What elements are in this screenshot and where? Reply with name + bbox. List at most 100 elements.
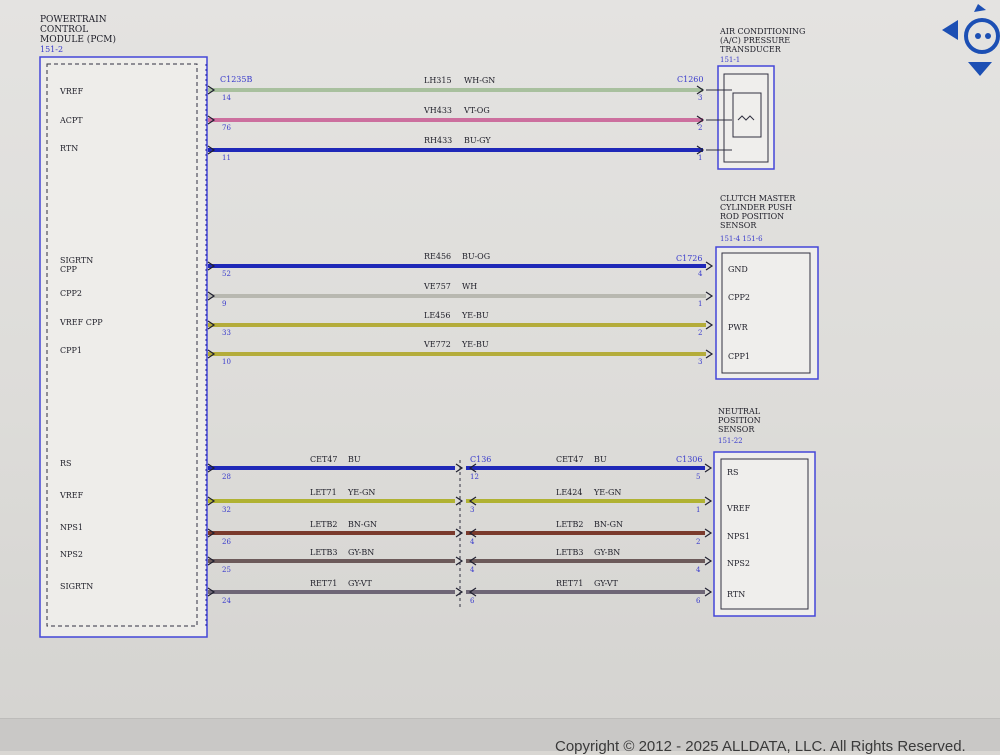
ac-far-pin-number: 3 — [698, 94, 702, 102]
nps-left-color: BU — [348, 455, 361, 464]
footer-bar — [0, 718, 1000, 751]
mid-arrow-in-icon — [455, 528, 464, 538]
nps-far-pin-number: 1 — [696, 506, 700, 514]
ac-pressure-transducer: AIR CONDITIONING (A/C) PRESSURE TRANSDUC… — [717, 27, 805, 170]
ac-inner — [723, 73, 769, 163]
ac-title-line-2: (A/C) PRESSURE — [720, 36, 790, 45]
pcm-title-line-1: POWERTRAIN — [40, 15, 107, 25]
cpp-far-pin-number: 1 — [698, 300, 702, 308]
mid-arrow-in-icon — [455, 496, 464, 506]
ac-wire-circuit: VH433 — [423, 106, 452, 115]
pcm-pin-cpp: CPP — [60, 265, 78, 274]
nps-far-pin-number: 2 — [696, 538, 700, 546]
cpp-ref: 151-4 151-6 — [720, 235, 763, 243]
pcm-arrow-icon — [207, 85, 216, 95]
cpp-wire-color: YE-BU — [461, 340, 489, 349]
far-arrow-icon — [704, 496, 713, 506]
far-arrow-icon — [704, 463, 713, 473]
ac-resistor-icon — [737, 115, 755, 121]
nps-mid-pin-number: 6 — [470, 597, 475, 605]
nps-left-circuit: LETB3 — [310, 548, 337, 557]
mid-arrow-out-icon — [468, 556, 477, 566]
ac-wire-color: WH-GN — [464, 76, 495, 85]
cpp-far-pin-number: 4 — [698, 270, 703, 278]
connector-c1260: C1260 — [677, 75, 703, 84]
nps-right-circuit: RET71 — [556, 579, 583, 588]
far-arrow-icon — [696, 115, 705, 125]
cpp-title-line-2: CYLINDER PUSH — [720, 203, 792, 212]
pan-down-icon[interactable] — [968, 62, 992, 76]
cpp-pin-cpp2: CPP2 — [728, 293, 750, 302]
pcm-arrow-icon — [207, 291, 216, 301]
pan-up-icon[interactable] — [974, 4, 986, 12]
cpp-wire-color: BU-OG — [462, 252, 490, 261]
nps-right-circuit: LETB2 — [556, 520, 583, 529]
connector-c1235b: C1235B — [220, 75, 252, 84]
pcm-arrow-icon — [207, 528, 216, 538]
cpp-wire-circuit: VE757 — [423, 282, 451, 291]
zoom-ring-icon[interactable] — [964, 18, 1000, 54]
cpp-pcm-pin-number: 9 — [222, 300, 226, 308]
pcm-pin-vref-ac: VREF — [59, 87, 84, 96]
mid-arrow-in-icon — [455, 587, 464, 597]
cpp-wire-color: YE-BU — [461, 311, 489, 320]
pcm-arrow-icon — [207, 463, 216, 473]
pcm-pin-cpp2: CPP2 — [60, 289, 82, 298]
ac-title-line-3: TRANSDUCER — [720, 45, 782, 54]
pcm-arrow-icon — [207, 115, 216, 125]
cpp-pin-gnd: GND — [728, 265, 748, 274]
ac-wire-color: BU-GY — [464, 136, 491, 145]
pcm-arrow-icon — [207, 587, 216, 597]
nps-pcm-pin-number: 28 — [222, 473, 231, 481]
nps-left-circuit: RET71 — [310, 579, 337, 588]
nps-left-color: YE-GN — [347, 488, 375, 497]
nps-right-color: GY-BN — [594, 548, 620, 557]
ac-wire-circuit: RH433 — [424, 136, 452, 145]
far-arrow-icon — [704, 587, 713, 597]
nps-mid-pin-number: 4 — [470, 538, 475, 546]
pan-left-icon[interactable] — [942, 20, 958, 40]
nps-far-pin-number: 6 — [696, 597, 701, 605]
nps-pin-nps1: NPS1 — [727, 532, 750, 541]
nps-pcm-pin-number: 26 — [222, 538, 231, 546]
cpp-wire-circuit: RE456 — [424, 252, 451, 261]
nps-pcm-pin-number: 32 — [222, 506, 231, 514]
nps-pcm-pin-number: 24 — [222, 597, 231, 605]
connector-c1726: C1726 — [676, 254, 702, 263]
far-arrow-icon — [704, 528, 713, 538]
pcm-inner-dashed — [46, 63, 198, 627]
neutral-position-sensor: NEUTRAL POSITION SENSOR 151-22 RS VREF N… — [713, 407, 816, 617]
nps-left-color: GY-VT — [348, 579, 373, 588]
pcm-arrow-icon — [207, 261, 216, 271]
cpp-title-line-4: SENSOR — [720, 221, 757, 230]
clutch-position-sensor: CLUTCH MASTER CYLINDER PUSH ROD POSITION… — [715, 194, 819, 380]
pcm-module: POWERTRAIN CONTROL MODULE (PCM) 151-2 VR… — [39, 15, 208, 638]
cpp-title-line-3: ROD POSITION — [720, 212, 784, 221]
mid-arrow-in-icon — [455, 556, 464, 566]
far-arrow-icon — [704, 556, 713, 566]
ac-pcm-pin-number: 14 — [222, 94, 231, 102]
cpp-pin-cpp1: CPP1 — [728, 352, 750, 361]
mid-arrow-out-icon — [468, 463, 477, 473]
pcm-pin-vref-nps: VREF — [59, 491, 84, 500]
cpp-pin-pwr: PWR — [728, 323, 749, 332]
ac-far-pin-number: 2 — [698, 124, 702, 132]
diagram-nav-control[interactable] — [938, 0, 1000, 80]
nps-left-circuit: CET47 — [310, 455, 337, 464]
nps-right-color: YE-GN — [593, 488, 621, 497]
pcm-pin-nps1: NPS1 — [60, 523, 83, 532]
nps-pcm-pin-number: 25 — [222, 566, 231, 574]
cpp-far-pin-number: 3 — [698, 358, 702, 366]
nps-pin-vref: VREF — [726, 504, 751, 513]
pcm-pin-rs: RS — [60, 459, 72, 468]
nps-title-line-3: SENSOR — [718, 425, 755, 434]
pcm-arrow-icon — [207, 145, 216, 155]
mid-arrow-out-icon — [468, 496, 477, 506]
pcm-arrow-icon — [207, 320, 216, 330]
cpp-frame — [715, 246, 819, 380]
far-arrow-icon — [705, 291, 714, 301]
